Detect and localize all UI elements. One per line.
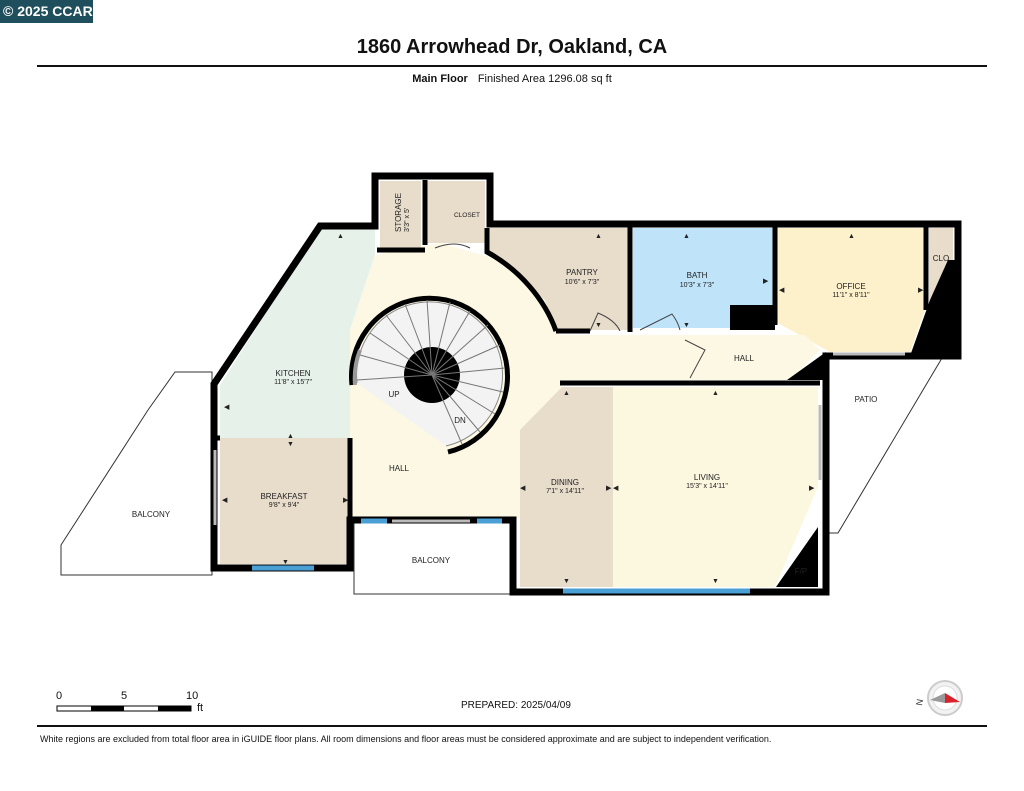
kitchen-label: KITCHEN — [275, 369, 310, 378]
upper-hall-floor — [685, 335, 820, 380]
balcony-left-label: BALCONY — [132, 510, 171, 519]
footer-disclaimer: White regions are excluded from total fl… — [40, 734, 772, 744]
balcony-center-label: BALCONY — [412, 556, 451, 565]
svg-text:▼: ▼ — [287, 441, 294, 448]
svg-text:▼: ▼ — [595, 322, 602, 329]
door-swings — [434, 243, 706, 379]
office-dims: 11'1" x 8'11" — [832, 292, 870, 299]
pantry-dims: 10'6" x 7'3" — [565, 279, 600, 286]
page-title: 1860 Arrowhead Dr, Oakland, CA — [356, 36, 668, 58]
dimension-arrows: ▲◀▲▼ ▼◀▶ ▲▼▲▼ ▲◀▶▶ ▲▼◀▶ ▲▼◀▶ — [222, 233, 924, 585]
spiral-stair — [349, 295, 510, 455]
clo-label: CLO — [933, 254, 949, 263]
breakfast-floor — [220, 438, 350, 564]
office-label: OFFICE — [836, 282, 865, 291]
kitchen-dims: 11'8" x 15'7" — [274, 379, 312, 386]
svg-text:▲: ▲ — [337, 233, 344, 240]
svg-text:▼: ▼ — [563, 578, 570, 585]
svg-text:▼: ▼ — [683, 322, 690, 329]
storage-dims: 3'3" x 5' — [404, 208, 411, 232]
svg-text:▼: ▼ — [712, 578, 719, 585]
scale-bar — [56, 705, 192, 712]
svg-text:▶: ▶ — [918, 287, 924, 294]
windows — [252, 518, 750, 594]
svg-text:▲: ▲ — [563, 390, 570, 397]
dining-floor — [520, 387, 613, 587]
svg-text:▶: ▶ — [763, 278, 769, 285]
storage-floor — [380, 181, 421, 251]
title-rule — [37, 65, 987, 67]
svg-text:◀: ◀ — [613, 485, 619, 492]
svg-text:▶: ▶ — [343, 497, 349, 504]
balcony-left-area — [60, 371, 213, 576]
bath-label: BATH — [687, 271, 708, 280]
svg-text:▶: ▶ — [809, 485, 815, 492]
footer-rule — [37, 725, 987, 727]
prepared-date: PREPARED: 2025/04/09 — [461, 700, 571, 711]
pantry-floor — [487, 228, 630, 330]
svg-text:▼: ▼ — [282, 559, 289, 566]
living-floor — [613, 387, 818, 587]
svg-text:▲: ▲ — [848, 233, 855, 240]
upper-hall-label: HALL — [734, 354, 755, 363]
stairs-down-label: DN — [454, 416, 466, 425]
living-dims: 15'3" x 14'11" — [686, 483, 728, 490]
breakfast-label: BREAKFAST — [260, 492, 307, 501]
svg-text:◀: ◀ — [224, 404, 230, 411]
bath-dims: 10'3" x 7'3" — [680, 282, 715, 289]
svg-text:▶: ▶ — [606, 485, 612, 492]
floor-area: Finished Area 1296.08 sq ft — [477, 73, 612, 85]
scale-tick-0: 0 — [56, 690, 63, 702]
sliding-doors — [213, 352, 905, 525]
svg-text:▲: ▲ — [712, 390, 719, 397]
interior-walls — [215, 180, 929, 520]
floor-summary: Main Floor Finished Area 1296.08 sq ft — [0, 73, 1024, 85]
living-label: LIVING — [694, 473, 720, 482]
closet-floor — [427, 181, 485, 243]
kitchen-floor — [220, 228, 375, 438]
patio-label: PATIO — [855, 395, 878, 404]
wall-blocks — [730, 260, 958, 587]
fireplace-label: F/P — [795, 567, 807, 576]
dining-dims: 7'1" x 14'11" — [546, 488, 584, 495]
svg-text:▲: ▲ — [683, 233, 690, 240]
main-hall-label: HALL — [389, 464, 410, 473]
svg-text:▲: ▲ — [287, 433, 294, 440]
office-floor — [776, 228, 925, 352]
dining-label: DINING — [551, 478, 579, 487]
scale-unit: ft — [197, 702, 204, 714]
stairs-up-label: UP — [388, 390, 399, 399]
patio-area — [825, 357, 943, 534]
floor-name: Main Floor — [412, 73, 468, 85]
closet-label: CLOSET — [454, 212, 480, 219]
compass-icon: N — [914, 680, 963, 716]
svg-text:▲: ▲ — [595, 233, 602, 240]
scale-tick-5: 5 — [121, 690, 128, 702]
breakfast-dims: 9'8" x 9'4" — [269, 502, 300, 509]
scale-tick-10: 10 — [186, 690, 199, 702]
svg-text:◀: ◀ — [222, 497, 228, 504]
svg-text:◀: ◀ — [520, 485, 526, 492]
pantry-label: PANTRY — [566, 268, 598, 277]
copyright-badge: © 2025 CCAR — [0, 0, 93, 23]
storage-label: STORAGE — [394, 193, 403, 232]
svg-text:◀: ◀ — [779, 287, 785, 294]
compass-north-label: N — [914, 698, 925, 706]
